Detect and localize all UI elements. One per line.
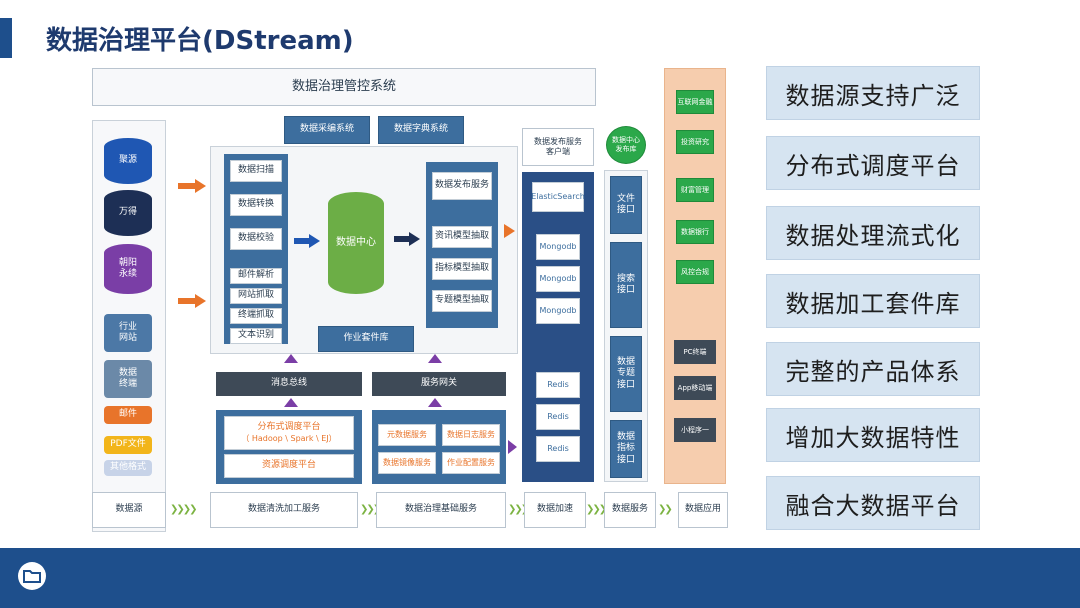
data-center-cylinder: 数据中心 [328,192,384,294]
process-text-recognition: 文本识别 [230,328,282,344]
dictionary-system-box: 数据字典系统 [378,116,464,144]
flow-data-service: 数据服务 [604,492,656,528]
scheduler-box: 分布式调度平台 （ Hadoop \ Spark \ EJ） [224,416,354,450]
publish-client-box: 数据发布服务 客户端 [522,128,594,166]
service-gateway-bar: 服务网关 [372,372,506,396]
source-other: 其他格式 [104,460,152,476]
store-redis: Redis [536,436,580,462]
app-wealth-management: 财富管理 [676,178,714,202]
arrow-up-icon [428,398,442,407]
store-elasticsearch: ElasticSearch [531,182,585,212]
architecture-diagram: 数据治理管控系统 数据发布服务 客户端 数据采编系统 数据字典系统 聚源 万得 … [88,64,730,534]
process-convert: 数据转换 [230,194,282,216]
source-juyuan: 聚源 [104,138,152,184]
arrow-right-icon [394,232,422,246]
flow-acceleration: 数据加速 [524,492,586,528]
footer-bar [0,548,1080,608]
app-pc-terminal: PC终端 [674,340,716,364]
flow-data-source: 数据源 [92,492,166,528]
model-info-extract: 资讯模型抽取 [432,226,492,248]
source-industry-web: 行业 网站 [104,314,152,352]
search-interface: 搜索 接口 [610,242,642,328]
process-email-parse: 邮件解析 [230,268,282,284]
title-accent [0,18,12,58]
app-mobile: App移动端 [674,376,716,400]
model-index-extract: 指标模型抽取 [432,258,492,280]
feature-item: 数据处理流式化 [766,206,980,260]
arrow-right-icon [508,440,517,454]
page-title: 数据治理平台(DStream) [46,26,354,56]
job-library-box: 作业套件库 [318,326,414,352]
app-investment-research: 投资研究 [676,130,714,154]
arrow-right-icon [178,179,206,193]
source-chaoyang: 朝阳 永续 [104,244,152,294]
store-redis: Redis [536,404,580,430]
chevron-right-icon: ❯❯❯❯ [170,504,197,515]
store-mongodb: Mongodb [536,298,580,324]
source-email: 邮件 [104,406,152,424]
job-config-service: 作业配置服务 [442,452,500,474]
mirror-service: 数据镜像服务 [378,452,436,474]
chevron-right-icon: ❯❯❯ [508,504,529,515]
index-interface: 数据 指标 接口 [610,420,642,478]
arrow-up-icon [284,398,298,407]
source-terminal: 数据 终端 [104,360,152,398]
feature-item: 分布式调度平台 [766,136,980,190]
store-mongodb: Mongodb [536,234,580,260]
chevron-right-icon: ❯❯ [658,504,673,515]
message-bus-bar: 消息总线 [216,372,362,396]
arrow-up-icon [428,354,442,363]
flow-cleaning-service: 数据清洗加工服务 [210,492,358,528]
app-risk-compliance: 风控合规 [676,260,714,284]
app-internet-finance: 互联网金融 [676,90,714,114]
metadata-service: 元数据服务 [378,424,436,446]
feature-item: 融合大数据平台 [766,476,980,530]
feature-item: 完整的产品体系 [766,342,980,396]
collection-system-box: 数据采编系统 [284,116,370,144]
arrow-right-icon [504,224,515,238]
topic-interface: 数据 专题 接口 [610,336,642,412]
log-service: 数据日志服务 [442,424,500,446]
flow-data-application: 数据应用 [678,492,728,528]
feature-item: 数据加工套件库 [766,274,980,328]
feature-item: 数据源支持广泛 [766,66,980,120]
arrow-right-icon [294,234,322,248]
app-mini-program: 小程序一 [674,418,716,442]
file-interface: 文件 接口 [610,176,642,234]
feature-item: 增加大数据特性 [766,408,980,462]
governance-control-bar: 数据治理管控系统 [92,68,596,106]
process-validate: 数据校验 [230,228,282,250]
process-terminal-crawl: 终端抓取 [230,308,282,324]
data-center-publish-badge: 数据中心 发布库 [606,126,646,164]
arrow-right-icon [178,294,206,308]
scheduler-label: 分布式调度平台 [257,422,321,433]
store-redis: Redis [536,372,580,398]
publish-service-box: 数据发布服务 [432,172,492,200]
source-pdf: PDF文件 [104,436,152,454]
scheduler-sub-label: （ Hadoop \ Spark \ EJ） [241,433,337,443]
storage-column [522,172,594,482]
chevron-right-icon: ❯❯❯ [360,504,381,515]
folder-icon [18,562,46,590]
resource-scheduler-box: 资源调度平台 [224,454,354,478]
app-data-bank: 数据银行 [676,220,714,244]
process-scan: 数据扫描 [230,160,282,182]
store-mongodb: Mongodb [536,266,580,292]
arrow-up-icon [284,354,298,363]
flow-governance-service: 数据治理基础服务 [376,492,506,528]
source-wande: 万得 [104,190,152,236]
process-web-crawl: 网站抓取 [230,288,282,304]
chevron-right-icon: ❯❯❯ [586,504,607,515]
model-topic-extract: 专题模型抽取 [432,290,492,312]
